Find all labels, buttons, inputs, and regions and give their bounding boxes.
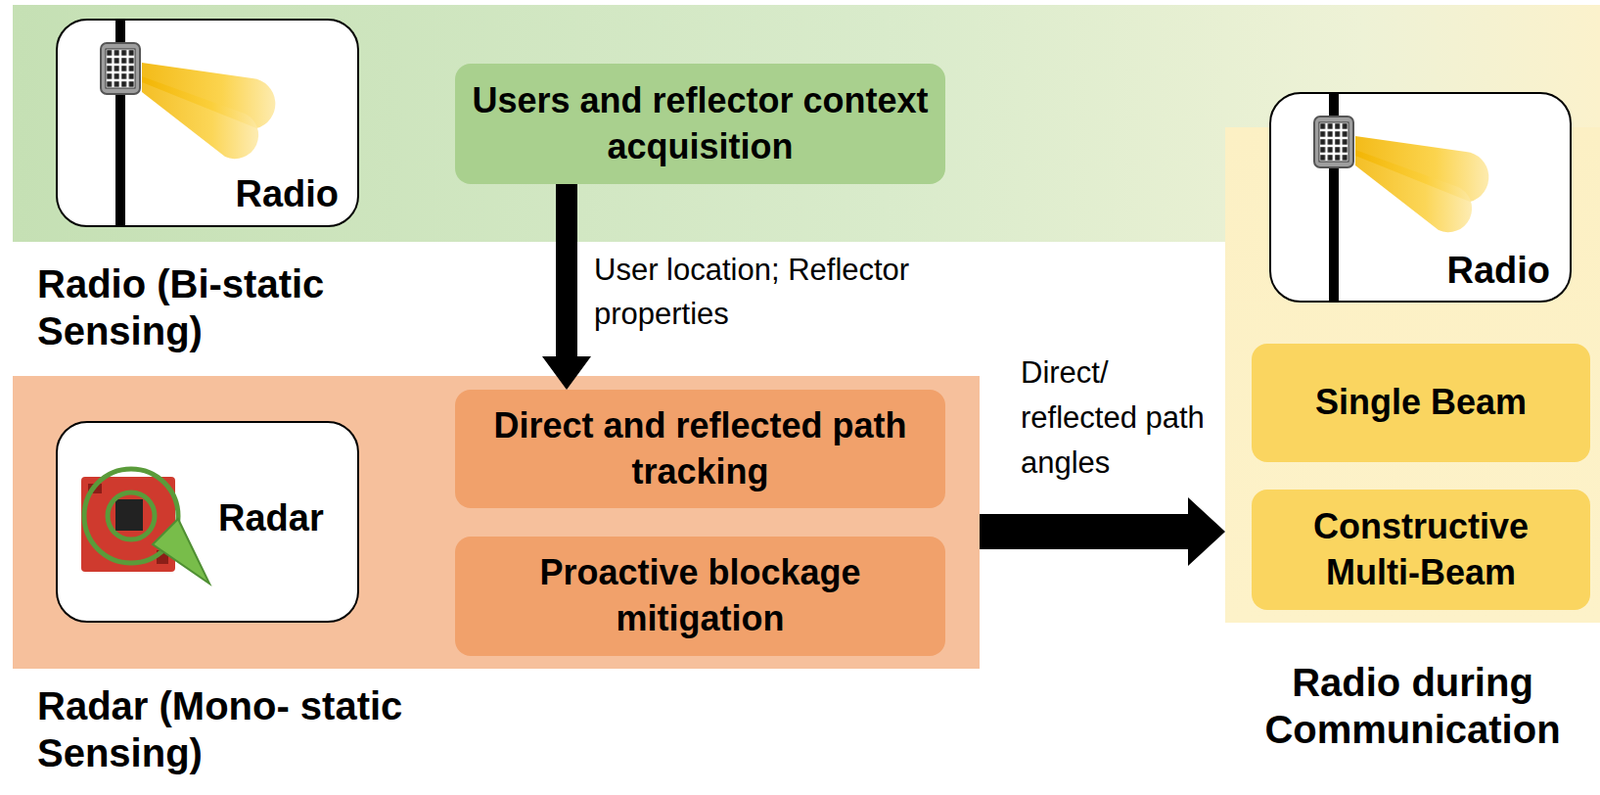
radar-pointer xyxy=(152,518,210,584)
process-box: Proactive blockage mitigation xyxy=(455,536,946,656)
box-label: Single Beam xyxy=(1315,379,1527,426)
edge-label: User location; Reflector properties xyxy=(594,248,917,337)
box-label: Constructive Multi-Beam xyxy=(1265,503,1577,596)
edge-label: Direct/ reflected path angles xyxy=(1020,350,1217,486)
box-label: Users and reflector context acquisition xyxy=(468,78,932,171)
radar-chip xyxy=(115,499,143,531)
band-heading: Radio during Communication xyxy=(1225,658,1600,753)
radio-icon xyxy=(1314,91,1489,301)
device-icon-box: Radio xyxy=(55,18,360,228)
device-label: Radar xyxy=(218,496,356,540)
band-heading: Radio (Bi-static Sensing) xyxy=(37,260,449,355)
process-box: Single Beam xyxy=(1251,343,1591,462)
radar-wave xyxy=(107,492,155,540)
radar-board xyxy=(81,476,176,572)
radio-icon xyxy=(100,18,275,228)
box-label: Direct and reflected path tracking xyxy=(468,403,932,496)
flow-arrow xyxy=(542,183,592,390)
board-part xyxy=(88,483,102,494)
process-box: Direct and reflected path tracking xyxy=(455,389,946,508)
device-label: Radio xyxy=(57,172,339,216)
device-label: Radio xyxy=(1271,248,1551,292)
device-icon-box: Radio xyxy=(1269,91,1572,303)
process-box: Users and reflector context acquisition xyxy=(455,63,946,184)
process-box: Constructive Multi-Beam xyxy=(1251,489,1591,610)
flow-arrow xyxy=(979,497,1226,566)
radar-wave xyxy=(84,468,179,563)
box-label: Proactive blockage mitigation xyxy=(468,549,932,642)
band-heading: Radar (Mono- static Sensing) xyxy=(37,682,449,777)
board-part xyxy=(156,549,169,564)
communication-panel: Radio during CommunicationRadioSingle Be… xyxy=(1225,127,1600,623)
device-icon-box: Radar xyxy=(55,420,360,623)
radar-icon xyxy=(81,468,210,584)
sensing-band: Radar (Mono- static Sensing)RadarDirect … xyxy=(12,375,980,669)
